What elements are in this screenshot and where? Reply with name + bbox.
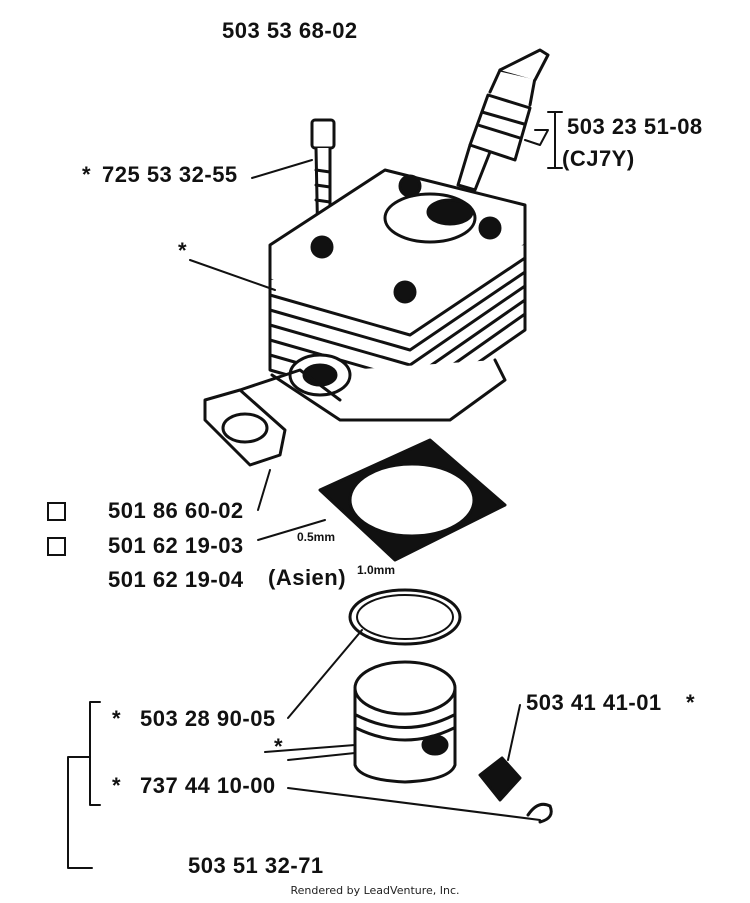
assembly-part-number: 503 53 68-02 — [222, 18, 358, 43]
bolt-part-number: 725 53 32-55 — [102, 162, 238, 187]
intake-gasket-drawing — [203, 368, 342, 467]
base-gasket-drawing — [318, 438, 507, 562]
base-gasket-asia-part-number: 501 62 19-04 — [108, 567, 244, 592]
bolt-asterisk: * — [82, 162, 92, 187]
needle-bearing-drawing — [478, 756, 522, 802]
asia-note: (Asien) — [268, 565, 347, 590]
piston-kit-part-number: 503 51 32-71 — [188, 853, 324, 878]
thickness-0-5: 0.5mm — [297, 530, 336, 544]
circlip-drawing — [526, 802, 553, 824]
spark-plug-part-number: 503 23 51-08 — [567, 114, 703, 139]
piston-ring-drawing — [348, 588, 462, 646]
checkbox-icon — [47, 502, 66, 521]
piston-pin-asterisk: * — [112, 773, 122, 798]
piston-asterisk: * — [274, 734, 284, 759]
piston-ring-part-number: 503 28 90-05 — [140, 706, 276, 731]
thickness-1-0: 1.0mm — [357, 563, 396, 577]
checkbox-icon — [47, 537, 66, 556]
needle-bearing-asterisk: * — [686, 690, 696, 715]
footer-credit: Rendered by LeadVenture, Inc. — [290, 884, 460, 897]
intake-gasket-part-number: 501 86 60-02 — [108, 498, 244, 523]
piston-drawing — [353, 660, 457, 784]
needle-bearing-part-number: 503 41 41-01 — [526, 690, 662, 715]
piston-pin-part-number: 737 44 10-00 — [140, 773, 276, 798]
spark-plug-drawing — [456, 48, 550, 192]
cylinder-asterisk: * — [178, 238, 188, 263]
cylinder-drawing — [268, 168, 527, 422]
piston-ring-asterisk: * — [112, 706, 122, 731]
spark-plug-type: (CJ7Y) — [562, 146, 635, 171]
base-gasket-part-number: 501 62 19-03 — [108, 533, 244, 558]
